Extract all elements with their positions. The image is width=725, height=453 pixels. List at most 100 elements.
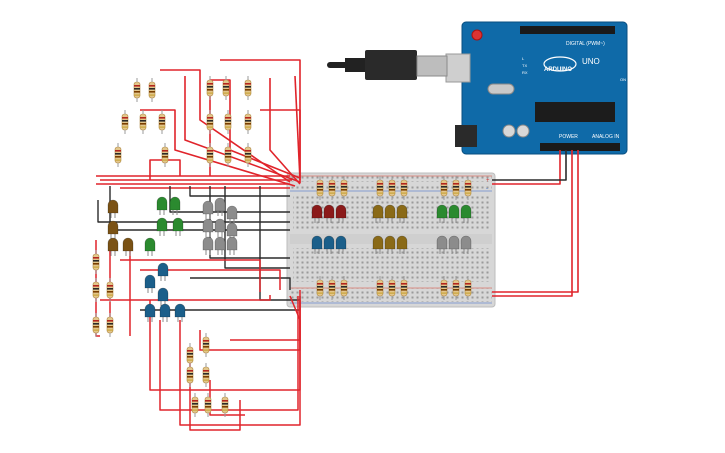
wire-anode-4[interactable] — [159, 296, 299, 411]
free-led-17[interactable] — [226, 236, 238, 255]
atmega-chip — [535, 102, 615, 122]
breadboard-led-0-1[interactable] — [323, 204, 335, 223]
breadboard-led-1-2[interactable] — [396, 204, 408, 223]
free-led-20[interactable] — [157, 287, 169, 306]
wire-fan-8[interactable] — [294, 75, 301, 181]
rx-label: RX — [522, 70, 528, 75]
free-resistor-18[interactable] — [106, 277, 114, 303]
wire-anode-11[interactable] — [120, 259, 261, 292]
free-resistor-1[interactable] — [148, 77, 156, 103]
free-led-12[interactable] — [202, 218, 214, 237]
wire-gnd-3[interactable] — [189, 186, 290, 197]
free-led-4[interactable] — [156, 196, 168, 215]
free-led-9[interactable] — [202, 200, 214, 219]
breadboard-led-2-0[interactable] — [436, 204, 448, 223]
wire-gnd-6[interactable] — [190, 277, 291, 290]
free-led-23[interactable] — [174, 303, 186, 322]
model-label: UNO — [582, 57, 600, 66]
wire-anode-7[interactable] — [189, 360, 241, 431]
free-resistor-20[interactable] — [106, 312, 114, 338]
breadboard-led-4-2[interactable] — [396, 235, 408, 254]
free-led-5[interactable] — [169, 196, 181, 215]
wire-anode-6[interactable] — [199, 300, 301, 351]
arduino-uno-board[interactable]: DIGITAL (PWM~) POWER ANALOG IN ARDUINO U… — [445, 21, 628, 155]
free-led-19[interactable] — [144, 274, 156, 293]
free-resistor-5[interactable] — [121, 109, 129, 135]
free-resistor-6[interactable] — [139, 109, 147, 135]
free-resistor-19[interactable] — [92, 312, 100, 338]
free-resistor-8[interactable] — [206, 109, 214, 135]
wire-fan-11[interactable] — [220, 59, 301, 178]
wire-gnd-to-rail[interactable] — [492, 150, 567, 181]
wire-5v-to-bottom-rail[interactable] — [492, 150, 573, 297]
free-led-10[interactable] — [214, 197, 226, 216]
free-resistor-25[interactable] — [191, 392, 199, 418]
free-resistor-13[interactable] — [206, 142, 214, 168]
breadboard-led-3-2[interactable] — [335, 235, 347, 254]
breadboard-led-1-1[interactable] — [384, 204, 396, 223]
usb-cable[interactable] — [327, 50, 448, 80]
free-resistor-7[interactable] — [158, 109, 166, 135]
free-led-1[interactable] — [107, 220, 119, 239]
free-resistor-0[interactable] — [133, 77, 141, 103]
free-resistor-12[interactable] — [161, 142, 169, 168]
free-led-16[interactable] — [214, 236, 226, 255]
free-resistor-16[interactable] — [92, 249, 100, 275]
reset-button[interactable] — [471, 29, 483, 41]
wire-vin-to-bottom-rail[interactable] — [492, 150, 579, 293]
breadboard-led-3-1[interactable] — [323, 235, 335, 254]
breadboard-led-1-0[interactable] — [372, 204, 384, 223]
wire-gnd-2[interactable] — [169, 186, 290, 213]
free-led-22[interactable] — [159, 303, 171, 322]
wire-fan-6[interactable] — [184, 76, 301, 183]
wire-gnd-1[interactable] — [109, 186, 290, 231]
power-label: POWER — [559, 134, 578, 140]
free-resistor-23[interactable] — [186, 362, 194, 388]
breadboard-led-4-1[interactable] — [384, 235, 396, 254]
free-led-8[interactable] — [144, 237, 156, 256]
free-led-0[interactable] — [107, 199, 119, 218]
wire-anode-9[interactable] — [230, 290, 301, 341]
free-led-21[interactable] — [144, 303, 156, 322]
free-led-6[interactable] — [156, 217, 168, 236]
free-led-7[interactable] — [172, 217, 184, 236]
free-led-3[interactable] — [122, 237, 134, 256]
free-resistor-27[interactable] — [221, 392, 229, 418]
wire-fan-7[interactable] — [269, 78, 301, 185]
wire-5v-to-rail[interactable] — [492, 150, 561, 185]
free-resistor-24[interactable] — [202, 362, 210, 388]
tx-label: TX — [522, 63, 527, 68]
free-resistor-17[interactable] — [92, 277, 100, 303]
wire-anode-8[interactable] — [209, 380, 245, 416]
crystal — [487, 83, 515, 95]
breadboard-led-2-1[interactable] — [448, 204, 460, 223]
wire-anode-12[interactable] — [100, 295, 271, 301]
free-led-13[interactable] — [214, 218, 226, 237]
breadboard-led-0-2[interactable] — [335, 204, 347, 223]
wire-gnd-5[interactable] — [224, 186, 290, 269]
free-resistor-11[interactable] — [114, 142, 122, 168]
free-resistor-4[interactable] — [244, 75, 252, 101]
usb-port — [445, 53, 471, 83]
breadboard-led-5-1[interactable] — [448, 235, 460, 254]
wire-fan-10[interactable] — [260, 109, 301, 183]
free-led-2[interactable] — [107, 237, 119, 256]
free-resistor-10[interactable] — [244, 109, 252, 135]
wire-anode-10[interactable] — [140, 269, 281, 290]
breadboard-led-5-0[interactable] — [436, 235, 448, 254]
breadboard-led-4-0[interactable] — [372, 235, 384, 254]
free-resistor-22[interactable] — [202, 332, 210, 358]
power-analog-header — [540, 143, 620, 151]
breadboard-led-2-2[interactable] — [460, 204, 472, 223]
free-led-11[interactable] — [226, 205, 238, 224]
wire-gnd-0[interactable] — [97, 200, 290, 223]
breadboard-led-5-2[interactable] — [460, 235, 472, 254]
free-led-15[interactable] — [202, 236, 214, 255]
digital-header — [520, 26, 615, 34]
free-led-18[interactable] — [157, 262, 169, 281]
breadboard-led-0-0[interactable] — [311, 204, 323, 223]
wire-fan-9[interactable] — [140, 109, 296, 187]
rail-plus-label: + — [486, 178, 490, 184]
breadboard-led-3-0[interactable] — [311, 235, 323, 254]
